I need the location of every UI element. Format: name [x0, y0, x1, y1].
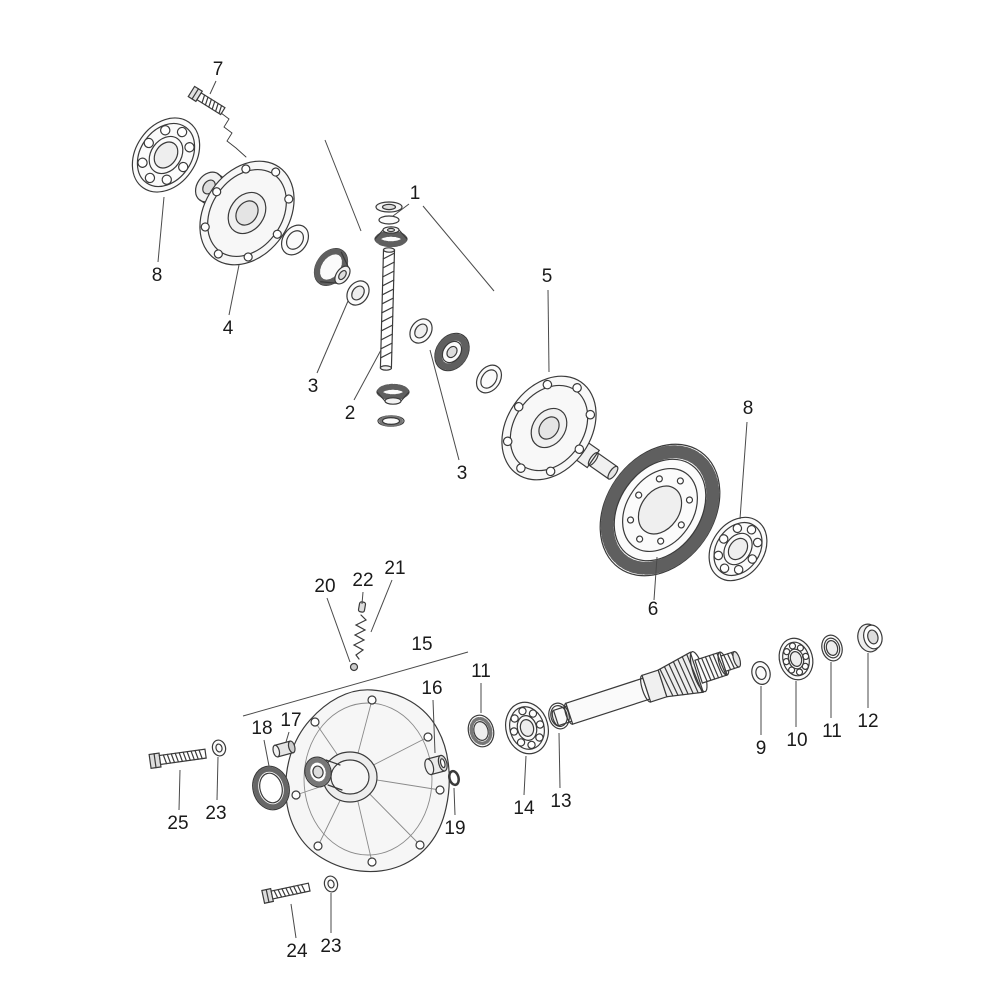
callout-label-25: 25	[167, 813, 188, 834]
bevel-gear-3-left	[313, 248, 351, 286]
pinion-shaft	[551, 650, 742, 727]
o-ring-19	[448, 769, 460, 787]
callout-label-11a: 11	[471, 661, 491, 682]
callout-label-23b: 23	[320, 936, 341, 957]
callout-label-22: 22	[352, 570, 373, 591]
washer-23-left	[211, 739, 227, 757]
spider-gear-right	[434, 332, 470, 372]
hex-bolt-24	[261, 882, 311, 904]
hex-bolt-25	[148, 748, 207, 770]
hex-bolt-7	[187, 85, 226, 116]
pin-17	[272, 740, 296, 758]
snap-ring-13	[548, 702, 570, 730]
callout-label-21: 21	[384, 558, 405, 579]
callout-label-3b: 3	[457, 463, 468, 484]
ball-bearing-8-left	[131, 117, 201, 193]
washer-ring-right	[475, 364, 503, 394]
callout-label-12: 12	[857, 711, 878, 732]
ball-bearing-10	[778, 637, 814, 681]
thread-zigzag-line	[220, 112, 247, 158]
spider-bevel-gear-bottom	[376, 383, 410, 405]
leader-lines	[157, 80, 869, 939]
spider-washer	[375, 201, 403, 225]
ring-11-right	[821, 634, 843, 662]
carrier-flange-4	[199, 160, 295, 266]
bearing-3-left	[346, 280, 370, 306]
seal-ring-18	[252, 765, 290, 811]
callout-label-3a: 3	[308, 376, 319, 397]
callout-label-15: 15	[411, 634, 432, 655]
shim-ring	[280, 224, 310, 256]
plug-22	[357, 601, 367, 613]
spring-21	[352, 614, 368, 660]
spider-bevel-gear-top	[374, 226, 408, 248]
callout-label-1: 1	[410, 183, 421, 204]
callout-label-8a: 8	[152, 265, 163, 286]
callout-label-14: 14	[513, 798, 535, 819]
bearing-11-left	[467, 714, 495, 748]
callout-label-13: 13	[550, 791, 571, 812]
callout-label-19: 19	[444, 818, 465, 839]
ball-20	[349, 662, 359, 672]
callout-labels: 7 8 4 3 2 1 3 5 8 6 20 22 21 15 16 11 18…	[152, 59, 879, 962]
callout-label-8b: 8	[743, 398, 754, 419]
callout-label-24: 24	[286, 941, 308, 962]
ball-bearing-8-right	[708, 516, 768, 582]
output-flange-5	[501, 375, 619, 481]
callout-label-18: 18	[251, 718, 272, 739]
ring-gear-6	[599, 443, 721, 577]
callout-label-11b: 11	[822, 721, 842, 742]
callout-label-16: 16	[421, 678, 442, 699]
callout-label-5: 5	[542, 266, 553, 287]
callout-label-2: 2	[345, 403, 356, 424]
callout-label-17: 17	[280, 710, 301, 731]
callout-label-4: 4	[223, 318, 234, 339]
sleeve-12	[857, 623, 883, 653]
serrated-washer	[377, 415, 405, 427]
washer-9	[751, 661, 771, 685]
cross-shaft-2	[379, 247, 396, 371]
callout-label-10: 10	[786, 730, 807, 751]
callout-label-23a: 23	[205, 803, 226, 824]
side-cover-15	[285, 689, 450, 873]
washer-23-bottom	[323, 875, 339, 893]
callout-label-20: 20	[314, 576, 335, 597]
ball-bearing-14	[505, 701, 549, 755]
sleeve-16	[424, 754, 448, 776]
callout-label-9: 9	[756, 738, 767, 759]
callout-label-7: 7	[213, 59, 224, 80]
bearing-3-right	[409, 318, 433, 344]
callout-label-6: 6	[648, 599, 659, 620]
